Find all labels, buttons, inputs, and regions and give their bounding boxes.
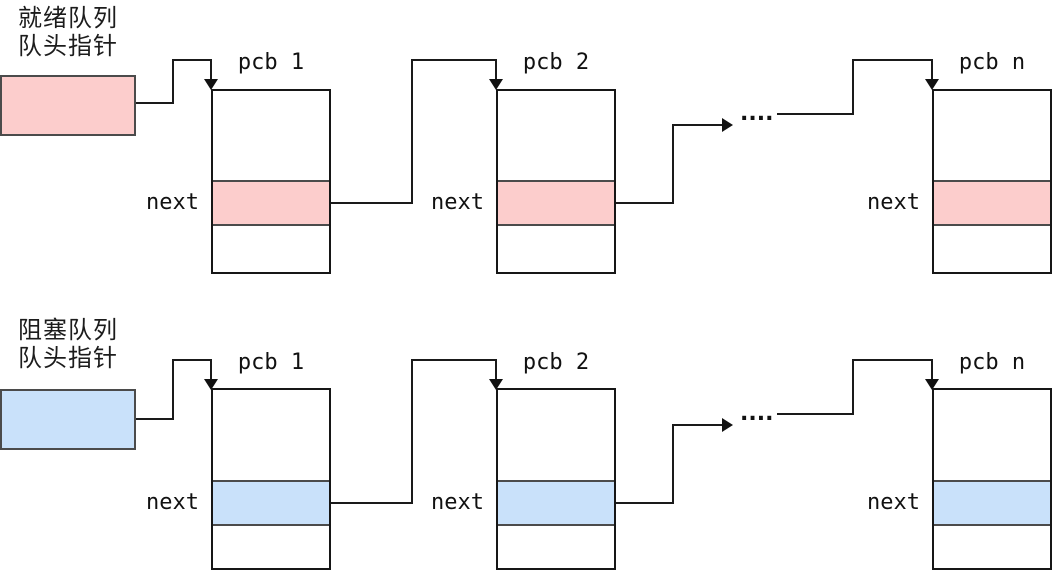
pcb-body-section	[213, 91, 329, 180]
blocked-head-pointer-box	[0, 389, 136, 450]
pcb-body-section	[213, 226, 329, 272]
pcb-queue-diagram: 就绪队列 队头指针 .... pcb 1	[0, 0, 1052, 570]
next-label: next	[431, 190, 484, 215]
pcb-body-section	[498, 226, 614, 272]
pcb-body-section	[498, 526, 614, 568]
connector-line	[616, 202, 673, 204]
next-pointer-field	[213, 180, 329, 226]
pcb-body-section	[213, 390, 329, 480]
ready-queue-label-line2: 队头指针	[18, 33, 118, 60]
next-label: next	[867, 190, 920, 215]
next-label: next	[146, 190, 199, 215]
blocked-queue-label-line1: 阻塞队列	[18, 317, 118, 344]
pcb-title: pcb 2	[522, 350, 590, 375]
next-label: next	[867, 490, 920, 515]
pcb-node	[932, 89, 1052, 274]
connector-line	[136, 418, 174, 420]
connector-line	[411, 59, 413, 204]
ready-queue: 就绪队列 队头指针 .... pcb 1	[0, 0, 1052, 286]
blocked-queue-label: 阻塞队列 队头指针	[18, 317, 118, 373]
next-pointer-field	[498, 480, 614, 526]
connector-line	[495, 59, 497, 81]
connector-line	[616, 502, 673, 504]
pcb-title: pcb 1	[237, 350, 305, 375]
arrow-down-icon	[489, 379, 503, 390]
ellipsis-dots: ....	[740, 401, 774, 426]
pcb-body-section	[934, 91, 1050, 180]
arrow-down-icon	[925, 79, 939, 90]
connector-line	[672, 424, 723, 426]
ready-queue-label-line1: 就绪队列	[18, 5, 118, 32]
next-pointer-field	[934, 480, 1050, 526]
pcb-body-section	[934, 390, 1050, 480]
connector-line	[172, 59, 212, 61]
pcb-node	[496, 388, 616, 570]
connector-line	[172, 359, 212, 361]
connector-line	[331, 202, 412, 204]
connector-line	[672, 124, 674, 204]
next-pointer-field	[498, 180, 614, 226]
connector-line	[411, 359, 413, 504]
connector-line	[411, 59, 497, 61]
connector-line	[210, 59, 212, 81]
connector-line	[852, 359, 932, 361]
connector-line	[852, 359, 854, 415]
connector-line	[931, 59, 933, 81]
arrow-down-icon	[925, 379, 939, 390]
pcb-body-section	[498, 390, 614, 480]
connector-line	[136, 102, 174, 104]
blocked-queue-label-line2: 队头指针	[18, 345, 118, 372]
connector-line	[331, 502, 412, 504]
pcb-node	[211, 89, 331, 274]
connector-line	[852, 59, 932, 61]
pcb-body-section	[498, 91, 614, 180]
next-label: next	[146, 490, 199, 515]
pcb-title: pcb 2	[522, 50, 590, 75]
pcb-node	[932, 388, 1052, 570]
connector-line	[210, 359, 212, 381]
arrow-down-icon	[204, 79, 218, 90]
connector-line	[411, 359, 497, 361]
pcb-body-section	[213, 526, 329, 568]
connector-line	[495, 359, 497, 381]
pcb-node	[211, 388, 331, 570]
pcb-title: pcb n	[958, 50, 1026, 75]
connector-line	[777, 413, 853, 415]
connector-line	[172, 59, 174, 104]
next-pointer-field	[213, 480, 329, 526]
connector-line	[777, 113, 853, 115]
pcb-node	[496, 89, 616, 274]
blocked-queue: 阻塞队列 队头指针 .... pcb 1	[0, 300, 1052, 586]
arrow-right-icon	[722, 418, 733, 432]
connector-line	[672, 124, 723, 126]
connector-line	[672, 424, 674, 504]
pcb-body-section	[934, 526, 1050, 568]
pcb-body-section	[934, 226, 1050, 272]
next-label: next	[431, 490, 484, 515]
connector-line	[172, 359, 174, 420]
arrow-down-icon	[489, 79, 503, 90]
ellipsis-dots: ....	[740, 101, 774, 126]
pcb-title: pcb n	[958, 350, 1026, 375]
connector-line	[931, 359, 933, 381]
arrow-down-icon	[204, 379, 218, 390]
connector-line	[852, 59, 854, 115]
next-pointer-field	[934, 180, 1050, 226]
arrow-right-icon	[722, 118, 733, 132]
ready-queue-label: 就绪队列 队头指针	[18, 5, 118, 61]
ready-head-pointer-box	[0, 75, 136, 136]
pcb-title: pcb 1	[237, 50, 305, 75]
